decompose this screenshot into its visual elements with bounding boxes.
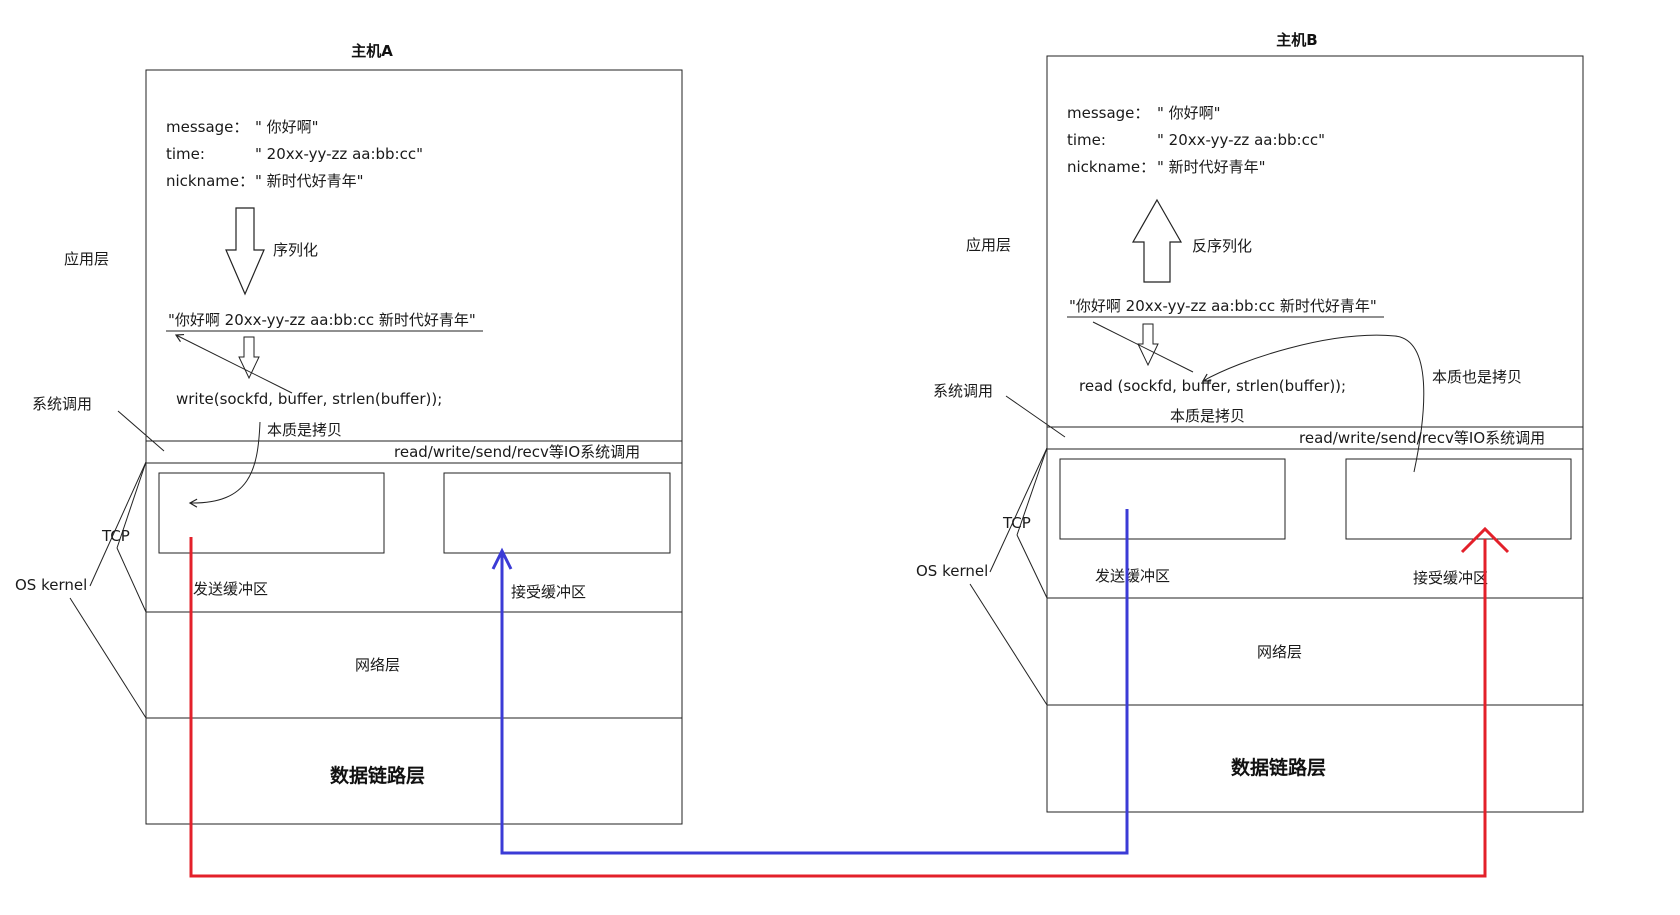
host-a-recv-buffer-label: 接受缓冲区 bbox=[511, 583, 586, 601]
host-a-time-value: " 20xx-yy-zz aa:bb:cc" bbox=[255, 145, 423, 163]
host-b-nickname-value: " 新时代好青年" bbox=[1157, 158, 1266, 176]
host-b-small-down-arrow-icon bbox=[1137, 323, 1159, 367]
red-send-path bbox=[189, 537, 1487, 878]
host-a-nickname-value: " 新时代好青年" bbox=[255, 172, 364, 190]
host-a-io-bar-label: read/write/send/recv等IO系统调用 bbox=[394, 443, 640, 461]
host-a-small-down-arrow-icon bbox=[238, 336, 260, 380]
host-b-send-buffer-label: 发送缓冲区 bbox=[1095, 567, 1170, 585]
host-b-recv-buffer-label: 接受缓冲区 bbox=[1413, 569, 1488, 587]
host-a-copy-arrow-icon bbox=[188, 421, 261, 508]
host-b-back-line bbox=[1092, 321, 1194, 373]
data-flow-paths bbox=[189, 509, 1510, 878]
host-b-time-value: " 20xx-yy-zz aa:bb:cc" bbox=[1157, 131, 1325, 149]
host-b-serialized-string: "你好啊 20xx-yy-zz aa:bb:cc 新时代好青年" bbox=[1069, 297, 1377, 315]
host-a-syscall: write(sockfd, buffer, strlen(buffer)); bbox=[176, 390, 442, 408]
host-b-message-label: message： bbox=[1067, 104, 1149, 122]
serialize-down-arrow-icon bbox=[225, 207, 265, 296]
host-a-layer-syscall: 系统调用 bbox=[32, 395, 92, 413]
host-a-send-buffer-label: 发送缓冲区 bbox=[193, 580, 268, 598]
host-b-nickname-label: nickname： bbox=[1067, 158, 1155, 176]
host-a-transform-label: 序列化 bbox=[273, 241, 318, 259]
host-a-tcp-pointer-top bbox=[116, 461, 147, 549]
host-b-io-bar-label: read/write/send/recv等IO系统调用 bbox=[1299, 429, 1545, 447]
host-b-title: 主机B bbox=[1276, 31, 1317, 49]
host-a-send-buffer bbox=[158, 472, 385, 554]
host-b-io-bar bbox=[1046, 426, 1584, 450]
host-b: 主机B message： " 你好啊" time: " 20xx-yy-zz a… bbox=[916, 31, 1584, 813]
host-b-transform-label: 反序列化 bbox=[1192, 237, 1252, 255]
host-b-os-pointer-bottom bbox=[969, 583, 1048, 706]
red-arrowhead-icon bbox=[1460, 526, 1510, 554]
host-a-time-label: time: bbox=[166, 145, 205, 163]
host-a-os-pointer-top bbox=[89, 461, 147, 587]
host-a-io-bar bbox=[145, 440, 683, 464]
host-b-layer-tcp: TCP bbox=[1002, 514, 1031, 532]
host-a-syscall-pointer bbox=[117, 410, 165, 452]
deserialize-up-arrow-icon bbox=[1131, 198, 1183, 283]
host-b-layer-app: 应用层 bbox=[966, 236, 1011, 254]
host-b-network-label: 网络层 bbox=[1257, 643, 1302, 661]
host-b-copy-arrow-icon bbox=[1201, 334, 1425, 473]
host-b-copy-note: 本质是拷贝 bbox=[1170, 407, 1245, 425]
blue-return-path bbox=[500, 509, 1129, 855]
host-b-os-pointer-top bbox=[989, 447, 1048, 573]
host-b-recv-buffer bbox=[1345, 458, 1572, 540]
host-b-datalink-label: 数据链路层 bbox=[1231, 756, 1326, 779]
host-a-message-label: message： bbox=[166, 118, 248, 136]
host-a-message-value: " 你好啊" bbox=[255, 118, 319, 136]
host-b-tcp-pointer-top bbox=[1016, 447, 1048, 536]
host-b-syscall: read (sockfd, buffer, strlen(buffer)); bbox=[1079, 377, 1346, 395]
host-b-layer-os: OS kernel bbox=[916, 562, 988, 580]
host-a-os-pointer-bottom bbox=[69, 597, 147, 719]
host-b-layer-syscall: 系统调用 bbox=[933, 382, 993, 400]
host-a-serialized-string: "你好啊 20xx-yy-zz aa:bb:cc 新时代好青年" bbox=[168, 311, 476, 329]
host-a-nickname-label: nickname： bbox=[166, 172, 254, 190]
host-b-syscall-pointer bbox=[1005, 395, 1066, 438]
blue-arrowhead-icon bbox=[491, 547, 513, 570]
host-a-back-arrow-icon bbox=[174, 333, 293, 394]
host-b-message-value: " 你好啊" bbox=[1157, 104, 1221, 122]
host-a-network-label: 网络层 bbox=[355, 656, 400, 674]
host-a-recv-buffer bbox=[443, 472, 671, 554]
host-b-copy-note-2: 本质也是拷贝 bbox=[1432, 368, 1522, 386]
host-a-copy-note: 本质是拷贝 bbox=[267, 421, 342, 439]
host-a-layer-app: 应用层 bbox=[64, 250, 109, 268]
host-a-title: 主机A bbox=[351, 42, 393, 60]
host-b-send-buffer bbox=[1059, 458, 1286, 540]
host-a-tcp-pointer-bottom bbox=[116, 547, 147, 613]
host-b-time-label: time: bbox=[1067, 131, 1106, 149]
host-a: 主机A message： " 你好啊" time: " 20xx-yy-zz a… bbox=[15, 42, 683, 825]
host-a-datalink-label: 数据链路层 bbox=[330, 764, 425, 787]
host-a-layer-os: OS kernel bbox=[15, 576, 87, 594]
host-b-tcp-pointer-bottom bbox=[1016, 534, 1048, 599]
